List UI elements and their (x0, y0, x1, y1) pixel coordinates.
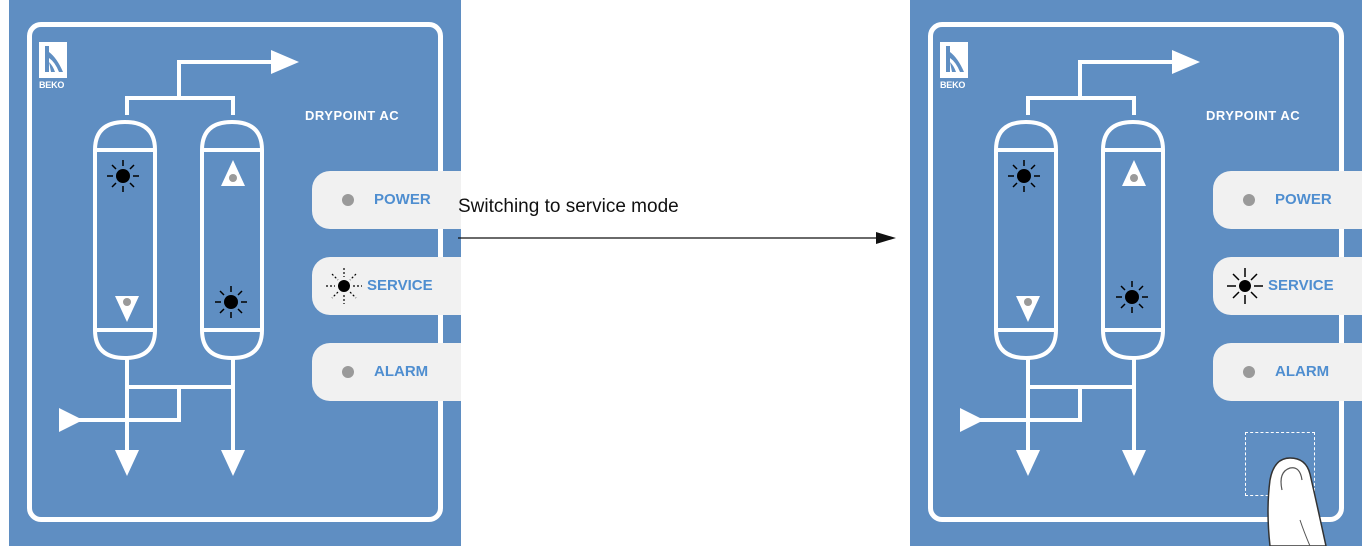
led-on-icon (215, 286, 247, 318)
device-panel-before: BEKO (9, 0, 461, 546)
dryer-flow-diagram (960, 50, 1200, 476)
inlet-pipe (980, 387, 1082, 422)
vessel-left (93, 119, 157, 361)
outlet-pipe (1078, 60, 1172, 98)
vessel-left-bands (996, 148, 1056, 332)
led-on-icon (1116, 281, 1148, 313)
alarm-label: ALARM (374, 363, 429, 380)
service-label: SERVICE (1268, 277, 1334, 294)
led-on-icon (1008, 160, 1040, 192)
vessel-left-bands (95, 148, 155, 332)
alarm-button[interactable]: ALARM (1213, 343, 1362, 401)
power-led-icon (342, 194, 354, 206)
device-panel-after: BEKO (910, 0, 1362, 546)
vessel-right-bands (1103, 148, 1163, 332)
vessel-right (1101, 119, 1165, 361)
beko-logo-icon (940, 42, 968, 78)
vessel-right-bands (202, 148, 262, 332)
transition-arrow-icon (458, 232, 896, 244)
outlet-pipe (177, 60, 271, 98)
inlet-pipe (79, 387, 181, 422)
led-on-icon (1227, 268, 1263, 304)
power-button[interactable]: POWER (1213, 171, 1362, 229)
service-label: SERVICE (367, 277, 433, 294)
power-label: POWER (1275, 191, 1332, 208)
outlet-arrow-icon (271, 50, 299, 74)
alarm-led-icon (342, 366, 354, 378)
finger-press-icon (1267, 457, 1327, 546)
valve-down-icon (115, 296, 139, 322)
alarm-led-icon (1243, 366, 1255, 378)
product-title: DRYPOINT AC (305, 108, 400, 123)
valve-down-icon (1016, 296, 1040, 322)
outlet-arrow-icon (1016, 450, 1040, 476)
top-manifold-pipe (1026, 96, 1136, 115)
alarm-label: ALARM (1275, 363, 1330, 380)
power-label: POWER (374, 191, 431, 208)
service-button[interactable]: SERVICE (312, 257, 461, 315)
brand-name: BEKO (39, 80, 65, 90)
outlet-arrow-icon (1172, 50, 1200, 74)
service-button[interactable]: SERVICE (1213, 257, 1362, 315)
power-led-icon (1243, 194, 1255, 206)
led-on-icon (107, 160, 139, 192)
valve-up-icon (221, 160, 245, 186)
dryer-flow-diagram (59, 50, 299, 476)
led-blinking-icon (326, 268, 362, 304)
alarm-button[interactable]: ALARM (312, 343, 461, 401)
top-manifold-pipe (125, 96, 235, 115)
vessel-right (200, 119, 264, 361)
product-title: DRYPOINT AC (1206, 108, 1301, 123)
transition-caption: Switching to service mode (458, 196, 679, 217)
inlet-arrow-icon (960, 408, 984, 432)
outlet-arrow-icon (1122, 450, 1146, 476)
valve-up-icon (1122, 160, 1146, 186)
inlet-arrow-icon (59, 408, 83, 432)
outlet-arrow-icon (221, 450, 245, 476)
beko-logo-icon (39, 42, 67, 78)
power-button[interactable]: POWER (312, 171, 461, 229)
vessel-left (994, 119, 1058, 361)
brand-name: BEKO (940, 80, 966, 90)
outlet-arrow-icon (115, 450, 139, 476)
